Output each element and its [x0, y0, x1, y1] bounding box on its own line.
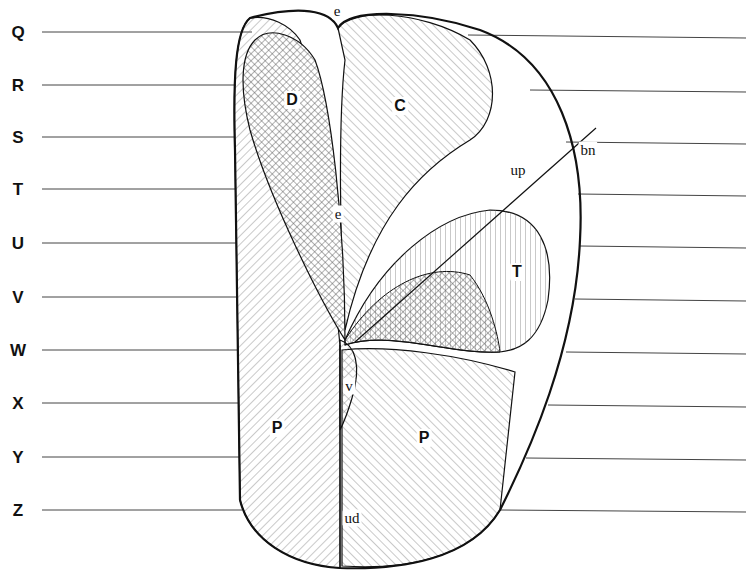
- level-letter: W: [7, 341, 29, 360]
- level-letter: T: [10, 180, 26, 199]
- region-label: P: [270, 419, 285, 437]
- region-label: bn: [579, 142, 598, 159]
- level-letter: V: [9, 288, 26, 307]
- level-letter: Q: [8, 23, 27, 42]
- level-letter: U: [9, 234, 27, 253]
- level-letter: Y: [9, 448, 26, 467]
- t-region-hatch: [345, 210, 550, 352]
- overlap-region: [345, 271, 500, 352]
- up-bn-line: [355, 128, 596, 342]
- midline: [339, 345, 340, 568]
- level-letter: X: [9, 394, 26, 413]
- t-region: [345, 210, 550, 352]
- region-label: D: [284, 91, 300, 109]
- region-label: up: [509, 162, 528, 179]
- region-label: v: [343, 378, 355, 395]
- region-label: T: [510, 263, 524, 281]
- outer-outline: [234, 11, 580, 569]
- region-label: C: [392, 97, 408, 115]
- region-label: ud: [343, 510, 362, 527]
- region-label: P: [417, 429, 432, 447]
- region-label: e: [333, 206, 344, 223]
- level-letter: S: [9, 128, 26, 147]
- d-region: [243, 33, 345, 340]
- level-letter: Z: [10, 501, 26, 520]
- level-letter: R: [9, 76, 27, 95]
- d-region-hatch: [243, 33, 345, 340]
- region-label: e: [332, 3, 343, 20]
- right-p-region: [342, 349, 515, 567]
- v-region: [340, 340, 357, 430]
